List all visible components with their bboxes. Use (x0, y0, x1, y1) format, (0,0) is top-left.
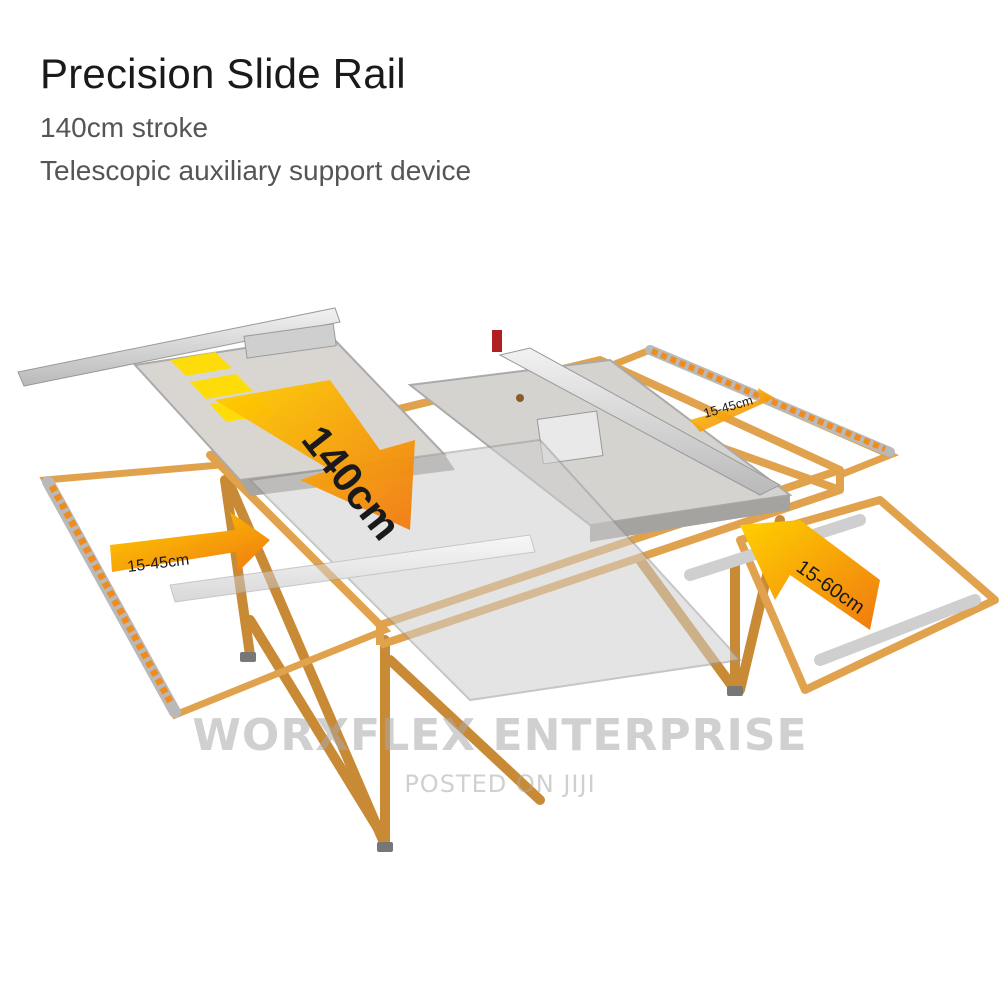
right-front-extension-arrow (740, 520, 880, 630)
subtitle-stroke: 140cm stroke (40, 112, 209, 143)
saw-table-top (407, 358, 793, 542)
watermark-brand: WORXFLEX ENTERPRISE (192, 710, 808, 761)
subtitle-device: Telescopic auxiliary support device (40, 155, 472, 186)
right-front-extension-frame (736, 496, 999, 694)
main-stroke-arrow (215, 380, 415, 530)
right-back-extension-arrow (690, 388, 775, 432)
saw-table-illustration: 140cm 15-45cm 15-45cm 15-60cm (17, 307, 999, 852)
rip-fence (492, 330, 782, 496)
right-back-roller-rail (645, 345, 895, 457)
watermark-posted: POSTED ON JIJI (404, 770, 596, 798)
page-title: Precision Slide Rail (40, 50, 406, 97)
left-extension-arrow (110, 512, 270, 572)
crosscut-fence (17, 307, 341, 387)
leg-feet (240, 652, 743, 852)
left-roller-rail (42, 476, 181, 718)
